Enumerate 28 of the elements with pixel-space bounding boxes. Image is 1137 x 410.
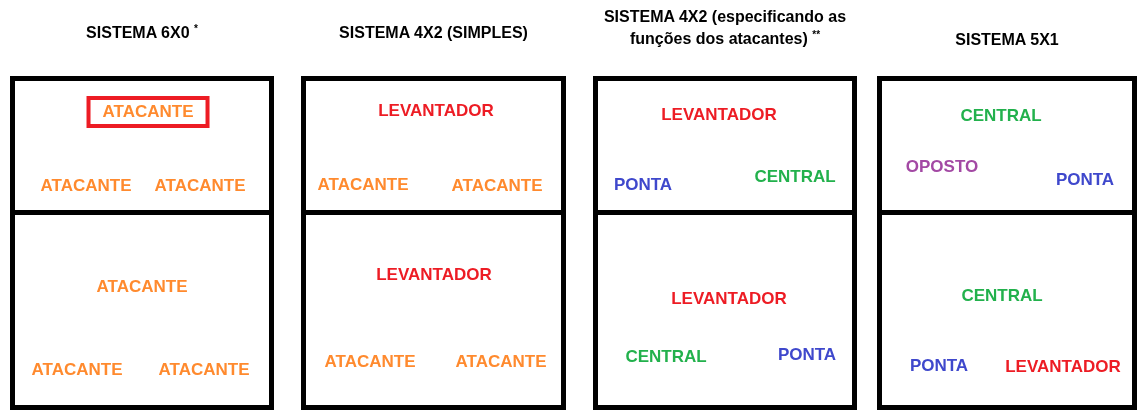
player-position: CENTRAL [961, 286, 1043, 306]
player-position: PONTA [1055, 170, 1115, 190]
player-position: PONTA [777, 345, 837, 365]
system-heading: SISTEMA 5X1 [954, 30, 1060, 50]
player-position: LEVANTADOR [671, 289, 787, 309]
player-position: ATACANTE [455, 352, 547, 372]
player-position: ATACANTE [96, 277, 188, 297]
player-position: ATACANTE [31, 360, 123, 380]
player-position: LEVANTADOR [378, 101, 494, 121]
system-heading: SISTEMA 6X0 $^{*}$ [85, 22, 199, 44]
system-heading: SISTEMA 4X2 (SIMPLES) [338, 23, 529, 43]
player-position: ATACANTE [154, 176, 246, 196]
player-position: CENTRAL [960, 106, 1042, 126]
player-position: ATACANTE [451, 176, 543, 196]
highlighted-player-position: ATACANTE [86, 96, 210, 128]
player-position: CENTRAL [625, 347, 707, 367]
player-position: OPOSTO [905, 157, 979, 177]
player-position: ATACANTE [158, 360, 250, 380]
player-position: ATACANTE [317, 175, 409, 195]
player-position: LEVANTADOR [1005, 357, 1121, 377]
player-position: LEVANTADOR [661, 105, 777, 125]
system-heading: SISTEMA 4X2 (especificando as funções dos atacantes) $^{**}$ [602, 7, 848, 49]
player-position: ATACANTE [324, 352, 416, 372]
player-position: PONTA [613, 175, 673, 195]
player-position: ATACANTE [40, 176, 132, 196]
player-position: CENTRAL [754, 167, 836, 187]
player-position: PONTA [909, 356, 969, 376]
player-position: LEVANTADOR [376, 265, 492, 285]
